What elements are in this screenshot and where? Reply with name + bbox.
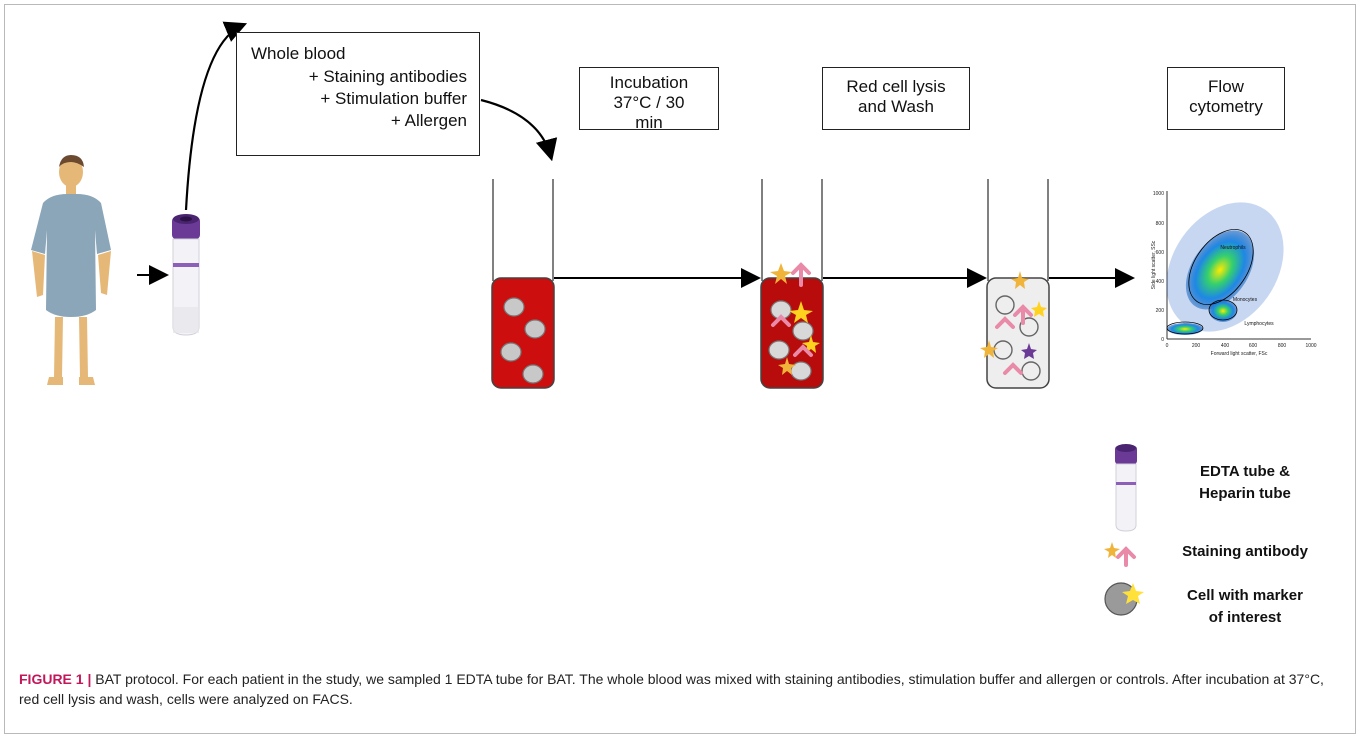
- caption-text: BAT protocol. For each patient in the st…: [19, 671, 1324, 707]
- figure-frame: Side light scatter, SSc Forward light sc…: [4, 4, 1356, 734]
- input-box-title: Whole blood: [251, 44, 346, 63]
- legend-blood-tube-icon: [1115, 444, 1137, 532]
- caption-head: FIGURE 1 |: [19, 671, 92, 687]
- legend-line: Heparin tube: [1199, 485, 1291, 502]
- figure-caption: FIGURE 1 | BAT protocol. For each patien…: [5, 669, 1357, 709]
- tube-lysed-washed: [980, 179, 1050, 389]
- input-box-line: + Allergen: [390, 111, 467, 130]
- plot-y-tick: 200: [1156, 308, 1165, 314]
- step-line: min: [635, 113, 663, 132]
- plot-x-tick: 1000: [1305, 343, 1316, 349]
- plot-x-tick: 200: [1192, 343, 1201, 349]
- plot-xlabel: Forward light scatter, FSc: [1211, 351, 1268, 357]
- step-box-flow: [1167, 67, 1285, 130]
- blood-tube-icon: [172, 214, 200, 336]
- plot-x-tick: 0: [1166, 343, 1169, 349]
- plot-x-tick: 600: [1249, 343, 1258, 349]
- step-line: 37°C / 30: [613, 93, 685, 112]
- tube-whole-blood: [491, 179, 555, 389]
- step-box-incubation: [579, 67, 719, 130]
- legend-label-antibody: Staining antibody: [1155, 541, 1335, 563]
- plot-y-tick: 400: [1156, 279, 1165, 285]
- legend-line: EDTA tube &: [1200, 463, 1290, 480]
- plot-x-tick: 800: [1278, 343, 1287, 349]
- plot-ylabel: Side light scatter, SSc: [1151, 240, 1157, 289]
- plot-x-tick: 400: [1221, 343, 1230, 349]
- input-box-line: + Stimulation buffer: [320, 89, 467, 108]
- step-line: and Wash: [858, 97, 934, 116]
- legend-line: Cell with marker: [1187, 587, 1303, 604]
- plot-y-tick: 600: [1156, 250, 1165, 256]
- plot-population-label: Monocytes: [1233, 297, 1258, 303]
- step-label-incubation: Incubation 37°C / 30 min: [579, 73, 719, 133]
- plot-y-tick: 1000: [1153, 191, 1164, 197]
- legend-line: of interest: [1208, 609, 1282, 626]
- plot-y-ticks: 0 200 400 600 800 1000: [1153, 191, 1164, 343]
- step-line: Incubation: [609, 73, 689, 92]
- legend-label-tube: EDTA tube & Heparin tube: [1165, 461, 1325, 505]
- tube-incubation: [760, 179, 824, 389]
- patient-figure-icon: [31, 155, 111, 385]
- plot-y-tick: 0: [1161, 337, 1164, 343]
- step-line: Red cell lysis: [846, 77, 946, 96]
- plot-x-ticks: 0 200 400 600 800 1000: [1166, 343, 1317, 349]
- flow-cytometry-plot: [1166, 191, 1311, 340]
- input-box-line: + Staining antibodies: [308, 67, 467, 86]
- step-box-lysis: [822, 67, 970, 130]
- plot-y-tick: 800: [1156, 221, 1165, 227]
- plot-population-label: Neutrophils: [1220, 245, 1246, 251]
- protocol-diagram: Side light scatter, SSc Forward light sc…: [31, 21, 1317, 616]
- legend-marked-cell-icon: [1104, 582, 1144, 616]
- step-line: cytometry: [1189, 97, 1263, 116]
- plot-population-label: Lymphocytes: [1244, 321, 1274, 327]
- input-box: Whole blood + Staining antibodies + Stim…: [236, 32, 480, 156]
- step-label-flow: Flow cytometry: [1167, 77, 1285, 117]
- legend-label-cell: Cell with marker of interest: [1165, 585, 1325, 629]
- step-label-lysis: Red cell lysis and Wash: [822, 77, 970, 117]
- step-line: Flow: [1208, 77, 1244, 96]
- legend-line: Staining antibody: [1182, 543, 1308, 560]
- legend-antibody-icon: [1104, 542, 1136, 567]
